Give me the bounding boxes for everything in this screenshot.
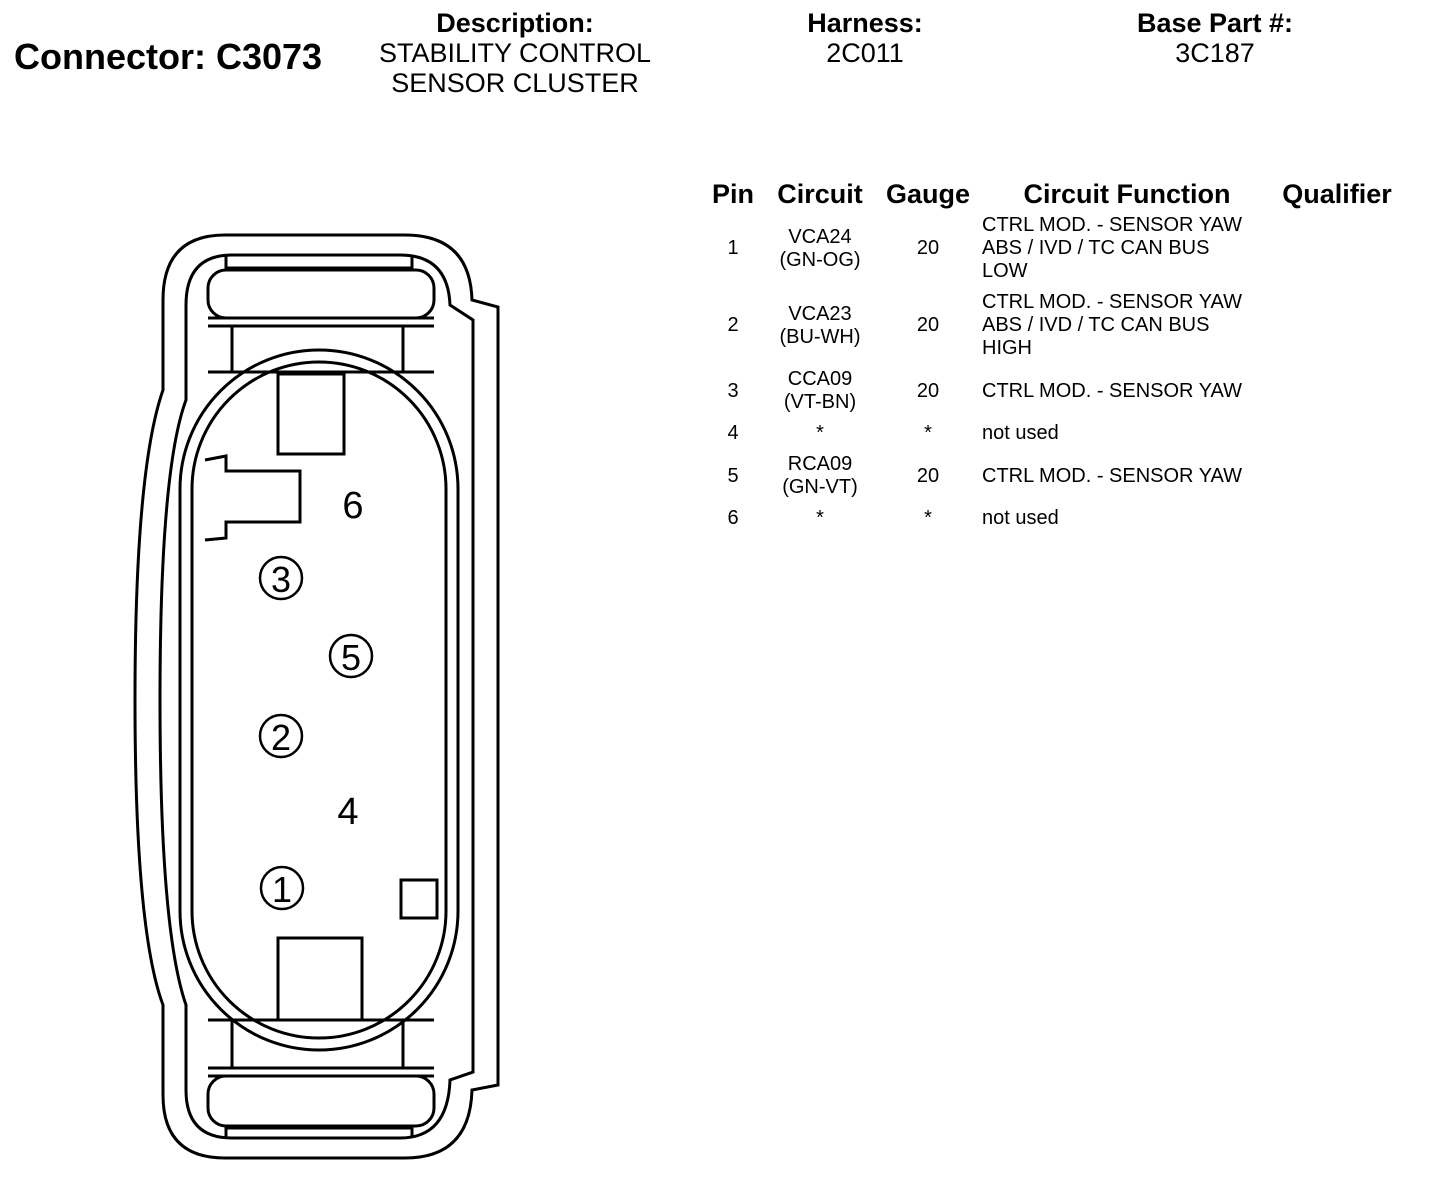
right-key — [399, 878, 439, 920]
function-line: not used — [982, 422, 1059, 444]
description-line-2: SENSOR CLUSTER — [391, 68, 639, 98]
cavity-circle-2 — [258, 713, 304, 759]
circuit-code: VCA23 — [788, 302, 852, 325]
gauge-value: 20 — [916, 379, 940, 402]
header-pin: Pin — [711, 178, 754, 209]
qualifier-value — [1272, 368, 1402, 422]
qualifier-value — [1272, 422, 1402, 453]
cavity-label-5: 5 — [341, 637, 361, 678]
gauge-value: 20 — [916, 464, 940, 487]
qualifier-value — [1272, 453, 1402, 507]
circuit-cell: CCA09(VT-BN) — [766, 368, 874, 422]
table-row: 4 * * not used — [700, 422, 1402, 453]
base-part-block: Base Part #: 3C187 — [1100, 8, 1330, 68]
header-circuit-function: Circuit Function — [1023, 178, 1231, 209]
cavity-label-3: 3 — [271, 559, 291, 600]
circuit-color: (VT-BN) — [783, 391, 857, 413]
top-latch-window — [206, 268, 436, 320]
cavity-label-4: 4 — [337, 791, 358, 833]
circuit-code: VCA24 — [788, 225, 852, 248]
function-line: ABS / IVD / TC CAN BUS — [982, 314, 1210, 336]
header-qualifier: Qualifier — [1282, 178, 1392, 209]
connector-title: Connector: C3073 — [14, 36, 323, 77]
description-block: Description: STABILITY CONTROL SENSOR CL… — [360, 8, 670, 98]
cavity-circle-5 — [328, 633, 374, 679]
circuit-code: CCA09 — [787, 368, 853, 390]
function-cell: not used — [982, 422, 1272, 453]
bottom-latch-window — [206, 1074, 436, 1128]
circuit-code: RCA09 — [787, 453, 853, 475]
bottom-key — [276, 936, 364, 1022]
function-line: not used — [982, 507, 1059, 529]
circuit-cell: * — [766, 507, 874, 538]
header-circuit: Circuit — [777, 178, 863, 209]
circuit-code: * — [816, 422, 824, 444]
left-key — [204, 454, 302, 542]
pin-number: 4 — [727, 422, 739, 444]
harness-label: Harness: — [807, 8, 923, 38]
circuit-code: * — [816, 507, 824, 529]
pin-number: 6 — [727, 507, 739, 529]
cavity-label-1: 1 — [272, 869, 292, 910]
table-row: 3 CCA09(VT-BN) 20 CTRL MOD. - SENSOR YAW — [700, 368, 1402, 422]
function-line: HIGH — [982, 337, 1032, 359]
description-label: Description: — [436, 8, 594, 38]
top-latch-frame — [224, 255, 414, 270]
connector-face-diagram: 6 3 5 2 4 1 — [133, 233, 500, 1160]
circuit-color: (BU-WH) — [779, 325, 861, 348]
qualifier-value — [1272, 507, 1402, 538]
circuit-cell: VCA23(BU-WH) — [766, 291, 874, 368]
circuit-cell: RCA09(GN-VT) — [766, 453, 874, 507]
table-row: 2 VCA23(BU-WH) 20 CTRL MOD. - SENSOR YAW… — [700, 291, 1402, 368]
seal-ring-inner — [190, 360, 448, 1040]
function-line: ABS / IVD / TC CAN BUS — [982, 237, 1210, 259]
pin-number: 2 — [727, 314, 739, 336]
cavity-label-2: 2 — [271, 717, 291, 758]
function-cell: CTRL MOD. - SENSOR YAW — [982, 453, 1272, 507]
function-line: CTRL MOD. - SENSOR YAW — [982, 291, 1243, 313]
pin-labels: 6 3 5 2 4 1 — [258, 485, 374, 911]
harness-block: Harness: 2C011 — [760, 8, 970, 68]
qualifier-value — [1272, 291, 1402, 368]
function-cell: not used — [982, 507, 1272, 538]
base-part-value: 3C187 — [1175, 38, 1255, 68]
base-part-label: Base Part #: — [1136, 8, 1294, 38]
circuit-cell: VCA24(GN-OG) — [766, 214, 874, 291]
description-line-1: STABILITY CONTROL — [378, 38, 652, 68]
pin-number: 5 — [727, 464, 739, 487]
table-row: 5 RCA09(GN-VT) 20 CTRL MOD. - SENSOR YAW — [700, 453, 1402, 507]
cavity-circle-3 — [258, 555, 304, 601]
gauge-value: 20 — [916, 237, 940, 259]
circuit-cell: * — [766, 422, 874, 453]
gauge-value: * — [924, 422, 932, 444]
housing-inner-outline — [158, 253, 475, 1140]
gauge-value: 20 — [916, 314, 940, 336]
top-key — [276, 372, 346, 456]
function-line: LOW — [982, 260, 1028, 282]
table-row: 1 VCA24(GN-OG) 20 CTRL MOD. - SENSOR YAW… — [700, 214, 1402, 291]
pin-table: Pin Circuit Gauge Circuit Function Quali… — [700, 174, 1402, 538]
function-cell: CTRL MOD. - SENSOR YAW — [982, 368, 1272, 422]
header-gauge: Gauge — [885, 178, 971, 209]
function-line: CTRL MOD. - SENSOR YAW — [982, 464, 1243, 487]
pin-table-header: Pin Circuit Gauge Circuit Function Quali… — [700, 174, 1402, 214]
function-line: CTRL MOD. - SENSOR YAW — [982, 214, 1243, 236]
qualifier-value — [1272, 214, 1402, 291]
housing-outline — [133, 233, 500, 1160]
bottom-latch-frame — [224, 1126, 414, 1138]
circuit-color: (GN-VT) — [782, 476, 858, 498]
gauge-value: * — [924, 507, 932, 529]
seal-ring-outer — [178, 348, 460, 1052]
table-row: 6 * * not used — [700, 507, 1402, 538]
cavity-label-6: 6 — [342, 485, 363, 527]
pin-number: 3 — [727, 379, 739, 402]
pin-number: 1 — [727, 237, 739, 259]
harness-value: 2C011 — [826, 38, 904, 68]
cavity-circle-1 — [259, 865, 305, 911]
function-line: CTRL MOD. - SENSOR YAW — [982, 379, 1243, 402]
circuit-color: (GN-OG) — [779, 248, 861, 271]
